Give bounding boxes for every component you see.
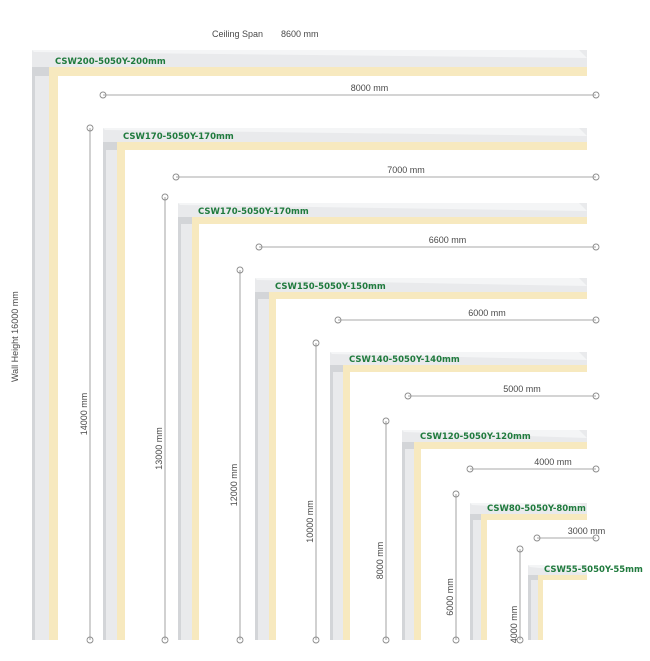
height-dimension-start <box>161 193 169 201</box>
panel-wall-front <box>35 76 49 640</box>
span-dimension-end <box>592 534 600 542</box>
panel-wall-front <box>531 580 538 640</box>
panel-wall-front <box>181 224 192 640</box>
span-dimension-start <box>404 392 412 400</box>
height-dimension-end <box>516 636 524 644</box>
panel-wall-insulation <box>269 299 276 640</box>
panel-wall-insulation <box>192 224 199 640</box>
span-dimension-start <box>99 91 107 99</box>
panel-roof-insulation <box>117 142 587 150</box>
height-dimension-start <box>86 124 94 132</box>
panel-wall-insulation <box>414 449 421 640</box>
span-dimension-start <box>255 243 263 251</box>
span-dimension-end <box>592 392 600 400</box>
panel-roof-insulation <box>49 67 587 76</box>
panel-code-label: CSW55-5050Y-55mm <box>544 565 643 575</box>
panel-wall-front <box>473 520 481 640</box>
panel-roof-bevel <box>528 565 587 573</box>
panel-wall-front <box>258 299 269 640</box>
panel-wall-insulation <box>481 520 487 640</box>
panel-wall-front <box>106 150 117 640</box>
panel-wall-insulation <box>117 150 125 640</box>
panel-roof-bevel <box>470 503 587 511</box>
span-dimension-end <box>592 243 600 251</box>
panel-roof-insulation <box>414 442 587 449</box>
panel-roof-face <box>528 565 587 575</box>
span-dimension-label: 6600 mm <box>429 235 467 245</box>
span-dimension-label: 8000 mm <box>351 83 389 93</box>
span-dimension-label: 4000 mm <box>534 457 572 467</box>
span-dimension-end <box>592 173 600 181</box>
panel-code-label: CSW170-5050Y-170mm <box>198 207 309 217</box>
height-dimension-end <box>452 636 460 644</box>
height-dimension-start <box>452 490 460 498</box>
span-dimension-label: 3000 mm <box>568 526 606 536</box>
height-dimension-label: 6000 mm <box>445 578 455 616</box>
span-dimension-start <box>533 534 541 542</box>
panel-code-label: CSW150-5050Y-150mm <box>275 282 386 292</box>
height-dimension-start <box>312 339 320 347</box>
panel-code-label: CSW140-5050Y-140mm <box>349 355 460 365</box>
height-dimension-label: 8000 mm <box>375 542 385 580</box>
height-dimension-label: 4000 mm <box>509 606 519 644</box>
ceiling-span-label: Ceiling Span <box>212 29 264 39</box>
panel-wall-insulation <box>343 372 350 640</box>
height-dimension-label: 14000 mm <box>79 393 89 436</box>
height-dimension-end <box>236 636 244 644</box>
panel-roof-insulation <box>538 575 587 580</box>
panel-wall-front <box>405 449 414 640</box>
span-dimension-start <box>334 316 342 324</box>
panel-code-label: CSW80-5050Y-80mm <box>487 504 586 514</box>
panel-code-label: CSW200-5050Y-200mm <box>55 57 166 67</box>
span-dimension-end <box>592 465 600 473</box>
panel-roof-insulation <box>481 514 587 520</box>
span-dimension-label: 5000 mm <box>503 384 541 394</box>
span-dimension-end <box>592 91 600 99</box>
panel-wall-front <box>333 372 343 640</box>
height-dimension-start <box>236 266 244 274</box>
span-dimension-label: 7000 mm <box>387 165 425 175</box>
height-dimension-start <box>516 545 524 553</box>
panel-roof-bevel <box>402 430 587 438</box>
panel-roof-insulation <box>192 217 587 224</box>
height-dimension-label: 12000 mm <box>229 464 239 507</box>
panel-roof-bevel <box>103 128 587 136</box>
height-dimension-end <box>382 636 390 644</box>
span-dimension-label: 6000 mm <box>468 308 506 318</box>
height-dimension-end <box>312 636 320 644</box>
wall-height-label: Wall Height 16000 mm <box>10 291 20 382</box>
height-dimension-end <box>161 636 169 644</box>
panel-roof-face <box>470 503 587 514</box>
height-dimension-label: 10000 mm <box>305 500 315 543</box>
panel-roof-bevel <box>255 278 587 286</box>
panel-roof-bevel <box>32 50 587 58</box>
panel-wall-insulation <box>49 76 58 640</box>
panel-roof-bevel <box>178 203 587 211</box>
panel-wall-insulation <box>538 580 543 640</box>
panel-code-label: CSW170-5050Y-170mm <box>123 132 234 142</box>
panel-code-label: CSW120-5050Y-120mm <box>420 432 531 442</box>
panel-roof-bevel <box>330 352 587 360</box>
ceiling-span-value: 8600 mm <box>281 29 319 39</box>
span-dimension-start <box>172 173 180 181</box>
height-dimension-start <box>382 417 390 425</box>
span-dimension-end <box>592 316 600 324</box>
panel-roof-insulation <box>269 292 587 299</box>
span-dimension-start <box>466 465 474 473</box>
height-dimension-label: 13000 mm <box>154 427 164 470</box>
height-dimension-end <box>86 636 94 644</box>
panel-roof-insulation <box>343 365 587 372</box>
